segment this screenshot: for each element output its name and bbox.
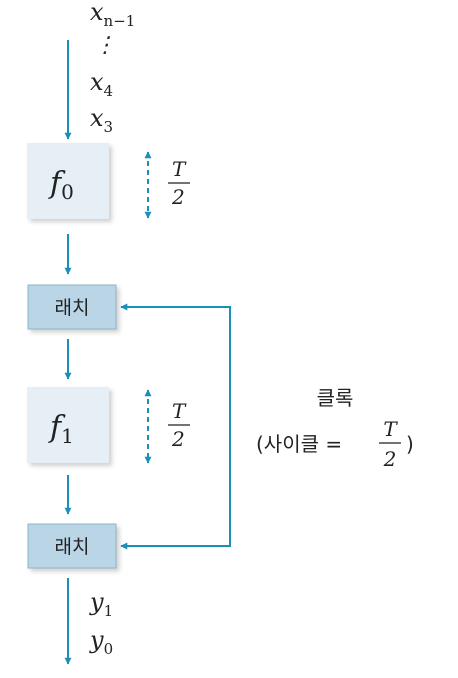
input-x4: x4 [90,68,113,100]
f0-block [27,143,109,219]
output-y1: y1 [89,588,113,620]
output-y0: y0 [89,626,113,658]
delay0-numerator: T [172,157,187,181]
latch2-box [27,523,117,569]
input-x3: x3 [90,104,113,136]
latch1-label: 래치 [55,297,90,319]
clock-label-bg [238,378,438,488]
input-x-n-minus-1: xn−1 [90,0,135,30]
clock-numerator: T [383,417,398,441]
clock-cycle-open: (사이클 = [256,432,342,456]
latch1-box [27,284,117,330]
delay1-numerator: T [172,399,187,423]
input-ellipsis: ⋮ [94,33,116,58]
delay0-denominator: 2 [171,185,185,209]
latch2-label: 래치 [55,536,90,558]
clock-denominator: 2 [383,447,397,471]
clock-line [124,306,231,547]
delay1-denominator: 2 [171,427,185,451]
clock-cycle-close: ) [406,432,414,456]
clock-title: 클록 [317,386,354,410]
f1-block [27,387,109,463]
